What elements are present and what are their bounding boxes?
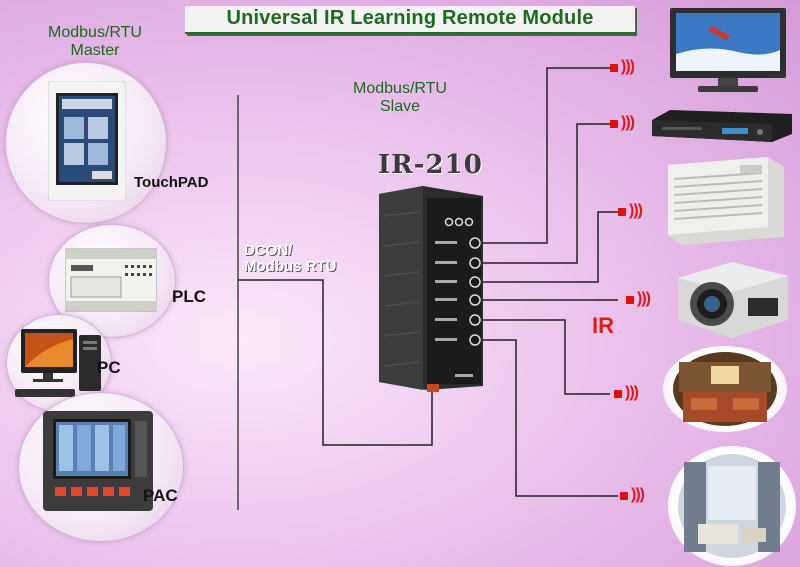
ir-emitter-4 — [626, 296, 634, 304]
title-banner: Universal IR Learning Remote Module — [185, 6, 635, 34]
slave-label-line1: Modbus/RTU — [353, 80, 447, 97]
ir-emitter-1 — [610, 64, 618, 72]
living-room-oval — [663, 346, 787, 432]
touchpad-icon — [48, 81, 126, 201]
ir-wave-2: ))) — [621, 114, 635, 131]
output-line-3 — [482, 211, 618, 283]
output-line-6 — [482, 339, 618, 497]
output-line-1 — [482, 67, 610, 244]
ir-wave-5: ))) — [625, 384, 639, 401]
projector-icon — [678, 262, 788, 338]
pc-label: PC — [97, 358, 121, 377]
pac-label: PAC — [143, 486, 178, 505]
module-link-line — [238, 279, 433, 446]
pac-icon — [43, 411, 153, 511]
ir-wave-3: ))) — [629, 202, 643, 219]
room-icon — [678, 454, 786, 558]
master-label-line1: Modbus/RTU — [48, 24, 142, 41]
ir-label: IR — [592, 313, 614, 338]
plc-label: PLC — [172, 287, 206, 306]
ir-wave-4: ))) — [637, 290, 651, 307]
pc-icon — [15, 329, 101, 397]
tv-icon — [670, 8, 786, 92]
master-label: Modbus/RTU Master — [20, 24, 170, 60]
diagram-title: Universal IR Learning Remote Module — [226, 7, 594, 29]
master-label-line2: Master — [70, 42, 120, 59]
ir-emitter-6 — [620, 492, 628, 500]
module-name: IR-210 — [378, 150, 483, 180]
slave-label-line2: Slave — [379, 98, 421, 115]
ir-wave-6: ))) — [631, 486, 645, 503]
protocol-label-line1: DCON/ — [244, 242, 293, 259]
air-conditioner-icon — [668, 157, 784, 245]
room-oval — [668, 446, 796, 566]
touchpad-circle — [5, 62, 167, 224]
pac-circle — [18, 392, 184, 542]
protocol-label-line2: Modbus RTU — [244, 258, 337, 275]
dvd-player-icon — [652, 110, 792, 142]
ir-wave-1: ))) — [621, 58, 635, 75]
ir-emitter-2 — [610, 120, 618, 128]
living-room-icon — [673, 352, 777, 426]
ir-emitter-3 — [618, 208, 626, 216]
touchpad-label: TouchPAD — [134, 174, 209, 191]
ir-210-module-icon — [379, 186, 483, 392]
output-line-2 — [482, 123, 610, 264]
output-line-5 — [482, 319, 610, 395]
protocol-label: DCON/ Modbus RTU — [244, 243, 336, 275]
ir-emitter-5 — [614, 390, 622, 398]
slave-label: Modbus/RTU Slave — [330, 80, 470, 116]
plc-icon — [65, 248, 157, 312]
